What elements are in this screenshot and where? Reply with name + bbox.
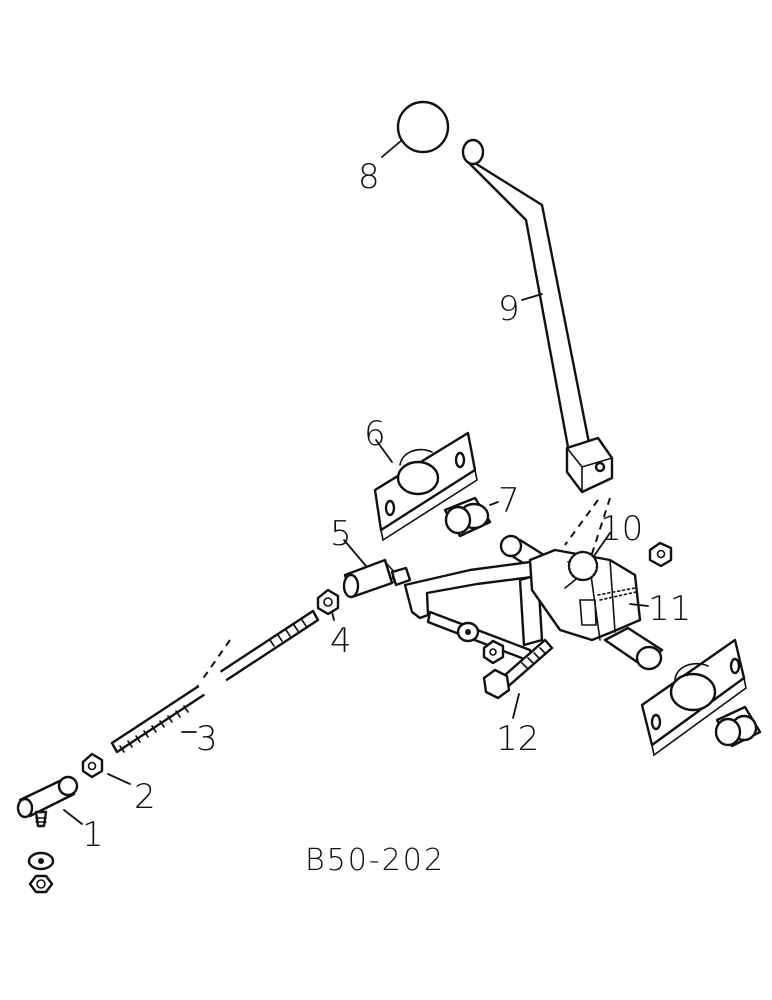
callout-10: 10: [600, 509, 643, 549]
callout-7: 7: [498, 481, 520, 521]
part-nut-10: [648, 541, 673, 568]
part-washer-and-nut: [456, 621, 505, 665]
leader-lines: [63, 139, 649, 825]
assembly-dashed-lines: [194, 497, 611, 691]
part-lever-rod: [461, 138, 614, 494]
callout-6: 6: [364, 414, 386, 454]
callout-4: 4: [330, 621, 352, 661]
part-detent-spring: [567, 550, 599, 582]
part-bushing-right: [714, 705, 762, 748]
part-bushing-left: [443, 496, 492, 538]
part-flange-bearing-right: [640, 638, 747, 757]
callout-2: 2: [134, 777, 156, 817]
part-nut-4: [316, 588, 340, 616]
part-threaded-rod: [110, 609, 320, 754]
part-flange-bearing-left: [373, 431, 478, 542]
callout-3: 3: [196, 719, 218, 759]
callout-11: 11: [648, 589, 691, 629]
part-ball-joint: [16, 775, 79, 894]
callout-8: 8: [358, 157, 380, 197]
callout-9: 9: [498, 289, 520, 329]
callout-5: 5: [330, 514, 352, 554]
callout-12: 12: [496, 719, 539, 759]
part-clevis: [342, 558, 412, 599]
figure-code: B50-202: [305, 843, 445, 878]
callout-1: 1: [82, 815, 104, 855]
part-knob: [396, 100, 450, 154]
part-pivot-shaft-assembly: [403, 534, 664, 671]
part-bolt: [482, 638, 554, 700]
part-nut-2: [81, 752, 104, 779]
